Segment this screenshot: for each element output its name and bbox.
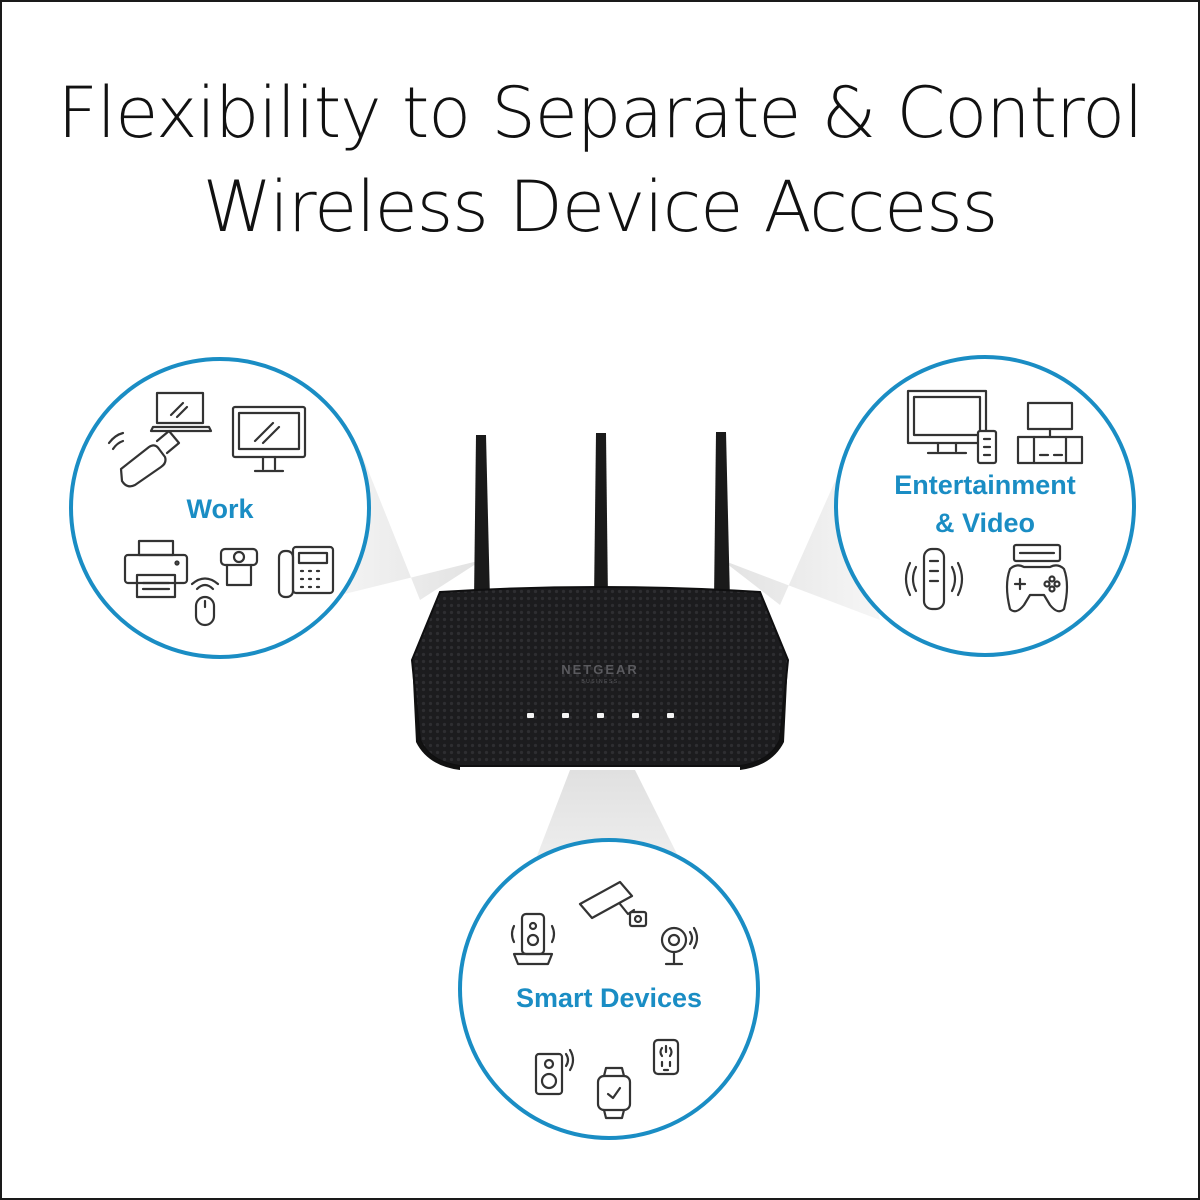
security-camera-icon — [578, 880, 648, 928]
home-cam-icon — [660, 926, 699, 966]
usb-wifi-icon — [107, 429, 181, 488]
monitor-icon — [231, 405, 307, 473]
work-circle: Work — [69, 357, 371, 659]
smart-devices-label: Smart Devices — [515, 983, 703, 1013]
wireless-mouse-icon — [190, 577, 220, 627]
smart-speaker-icon — [904, 547, 964, 611]
entertainment-label-line-1: Entertainment — [894, 470, 1076, 500]
webcam-icon — [219, 547, 259, 587]
laptop-icon — [149, 391, 213, 433]
work-label: Work — [186, 494, 254, 524]
media-center-icon — [1016, 401, 1084, 465]
smart-devices-circle: Smart Devices — [458, 838, 760, 1140]
router-led — [562, 713, 569, 718]
smart-display-icon — [510, 912, 556, 966]
desk-phone-icon — [277, 545, 335, 599]
headline: Flexibility to Separate & Control Wirele… — [0, 66, 1200, 254]
router-led — [632, 713, 639, 718]
headline-line-2: Wireless Device Access — [202, 166, 998, 248]
entertainment-label-line-2: & Video — [934, 508, 1036, 538]
printer-icon — [123, 539, 189, 599]
router-led — [667, 713, 674, 718]
router-led — [597, 713, 604, 718]
router-led — [527, 713, 534, 718]
headline-line-1: Flexibility to Separate & Control — [57, 72, 1144, 154]
router-leds — [527, 713, 674, 718]
router-brand: NETGEAR — [561, 662, 639, 677]
entertainment-circle: Entertainment & Video — [834, 355, 1136, 657]
smartwatch-icon — [596, 1066, 632, 1120]
smart-plug-icon — [652, 1038, 680, 1076]
game-controller-icon — [1005, 543, 1069, 613]
tv-remote-icon — [906, 389, 998, 465]
speaker-icon — [534, 1048, 575, 1096]
router-antennas — [474, 432, 730, 600]
router-sub-brand: BUSINESS — [581, 679, 618, 685]
